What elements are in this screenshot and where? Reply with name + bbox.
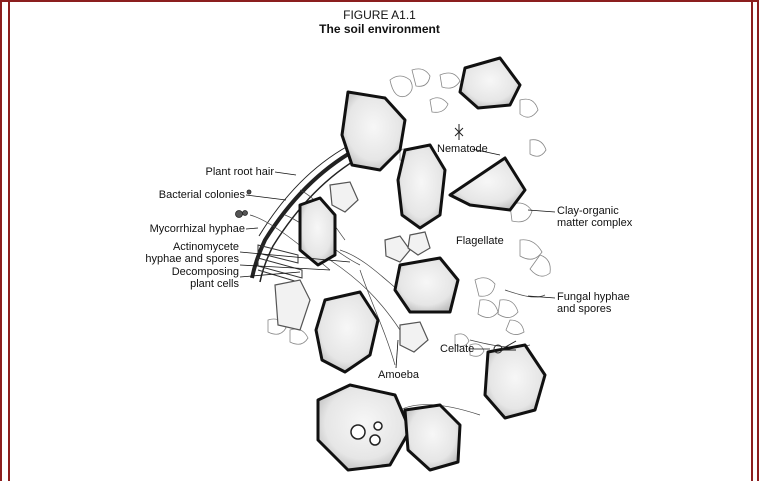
particle-center-upper — [398, 145, 445, 228]
label-actinomycete-line1: Actinomycete — [140, 241, 239, 253]
label-clay-line2: matter complex — [557, 217, 632, 229]
particle-triangle — [450, 158, 525, 210]
particle-large-bottom — [316, 292, 378, 372]
label-fungal-line2: and spores — [557, 303, 630, 315]
label-nematode: Nematode — [437, 143, 488, 155]
label-mycorrhizal-hyphae: Mycorrhizal hyphae — [135, 223, 245, 235]
label-amoeba: Amoeba — [378, 369, 419, 381]
mineral-particles — [300, 58, 545, 470]
label-plant-root-hair: Plant root hair — [150, 166, 274, 178]
label-decomposing: Decomposing plant cells — [140, 266, 239, 290]
label-bacterial-colonies: Bacterial colonies — [150, 189, 245, 201]
particle-bottom-center — [405, 405, 460, 470]
particle-bottom-right — [485, 345, 545, 418]
label-actinomycete: Actinomycete hyphae and spores — [140, 241, 239, 265]
label-actinomycete-line2: hyphae and spores — [140, 253, 239, 265]
particle-left-mid — [300, 198, 335, 265]
label-clay-organic: Clay-organic matter complex — [557, 205, 632, 229]
label-fungal-line1: Fungal hyphae — [557, 291, 630, 303]
particle-top-right — [460, 58, 520, 108]
label-decomposing-line2: plant cells — [140, 278, 239, 290]
label-decomposing-line1: Decomposing — [140, 266, 239, 278]
nematode — [455, 124, 463, 140]
label-clay-line1: Clay-organic — [557, 205, 632, 217]
label-cellate: Cellate — [440, 343, 474, 355]
label-fungal-hyphae: Fungal hyphae and spores — [557, 291, 630, 315]
label-flagellate: Flagellate — [456, 235, 504, 247]
particle-large-left — [342, 92, 405, 170]
particle-center-lower — [395, 258, 458, 312]
